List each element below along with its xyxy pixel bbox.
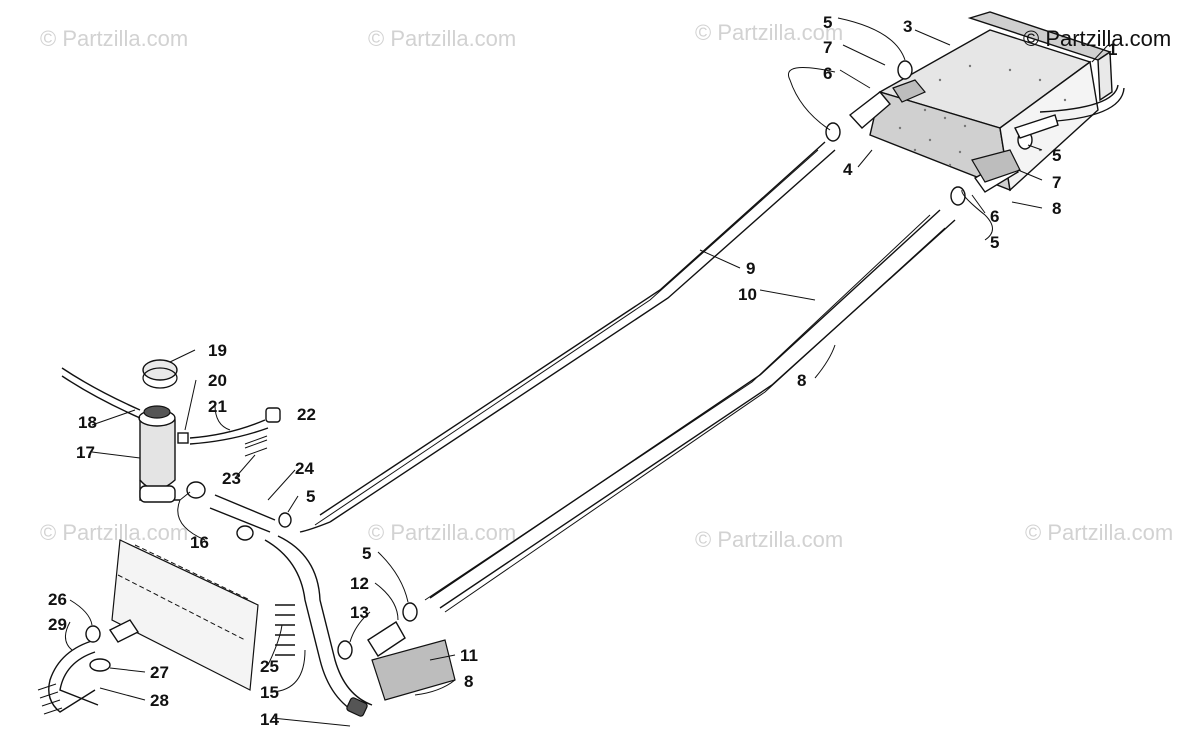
label-part-10: 10 — [738, 285, 757, 304]
watermark-top-right: © Partzilla.com — [695, 20, 843, 45]
label-part-21: 21 — [208, 397, 227, 416]
label-part-14: 14 — [260, 710, 279, 729]
label-part-16: 16 — [190, 533, 209, 552]
label-part-22: 22 — [297, 405, 316, 424]
watermark-top-left: © Partzilla.com — [40, 26, 188, 51]
label-part-13: 13 — [350, 603, 369, 622]
label-part-28: 28 — [150, 691, 169, 710]
spring-part-23 — [244, 435, 268, 457]
fitting-part-20 — [177, 432, 189, 444]
label-part-27: 27 — [150, 663, 169, 682]
label-part-5-top: 5 — [823, 13, 832, 32]
label-part-19: 19 — [208, 341, 227, 360]
hose-part-24 — [186, 481, 292, 541]
label-part-26: 26 — [48, 590, 67, 609]
label-part-7-top: 7 — [823, 38, 832, 57]
vent-hose-part-18 — [61, 367, 141, 419]
partzilla-brand: © Partzilla.com — [1023, 26, 1171, 51]
label-part-8-right: 8 — [1052, 199, 1061, 218]
label-part-18: 18 — [78, 413, 97, 432]
label-part-24: 24 — [295, 459, 314, 478]
radiator-frame — [111, 539, 259, 691]
reservoir-cap-part-19 — [142, 359, 178, 389]
spring-part-25 — [275, 604, 295, 656]
label-part-9: 9 — [746, 259, 755, 278]
label-part-11: 11 — [460, 646, 478, 665]
label-part-20: 20 — [208, 371, 227, 390]
label-part-29: 29 — [48, 615, 67, 634]
watermark-mid-left: © Partzilla.com — [40, 520, 188, 545]
label-part-5-right-lower: 5 — [990, 233, 999, 252]
hose-part-29 — [37, 619, 140, 715]
upper-hose-connectors — [825, 60, 1059, 206]
leader-lines — [65, 17, 1109, 727]
watermark-far-right: © Partzilla.com — [1025, 520, 1173, 545]
label-part-12: 12 — [350, 574, 369, 593]
label-part-6-right: 6 — [990, 207, 999, 226]
label-part-8-lower: 8 — [464, 672, 473, 691]
label-part-7-right: 7 — [1052, 173, 1061, 192]
label-part-17: 17 — [76, 443, 95, 462]
watermarks: © Partzilla.com © Partzilla.com © Partzi… — [40, 20, 1173, 552]
label-part-5-hose: 5 — [306, 487, 315, 506]
coolant-reservoir-part-17 — [138, 405, 180, 503]
cooler-tube-part-10 — [424, 209, 956, 613]
label-part-25: 25 — [260, 657, 279, 676]
watermark-mid-right: © Partzilla.com — [695, 527, 843, 552]
watermark-top-center: © Partzilla.com — [368, 26, 516, 51]
label-part-5-right-upper: 5 — [1052, 146, 1061, 165]
hose-part-15 — [264, 535, 373, 716]
label-part-1: 1 — [1108, 40, 1117, 59]
label-part-23: 23 — [222, 469, 241, 488]
cooler-tube-part-9 — [299, 141, 836, 533]
label-part-3: 3 — [903, 17, 912, 36]
lower-hose-connectors — [337, 602, 456, 701]
watermark-mid-center: © Partzilla.com — [368, 520, 516, 545]
fitting-part-14 — [346, 697, 368, 717]
part-number-labels: 1 3 4 5 7 6 5 7 8 6 5 9 10 8 19 20 21 22… — [48, 13, 1117, 729]
label-part-8-middle: 8 — [797, 371, 806, 390]
label-part-4: 4 — [843, 160, 853, 179]
label-part-15: 15 — [260, 683, 279, 702]
label-part-6-top: 6 — [823, 64, 832, 83]
label-part-5-lower: 5 — [362, 544, 371, 563]
mounting-bar-part-1 — [967, 11, 1125, 123]
small-hose-part-21 — [189, 407, 281, 445]
